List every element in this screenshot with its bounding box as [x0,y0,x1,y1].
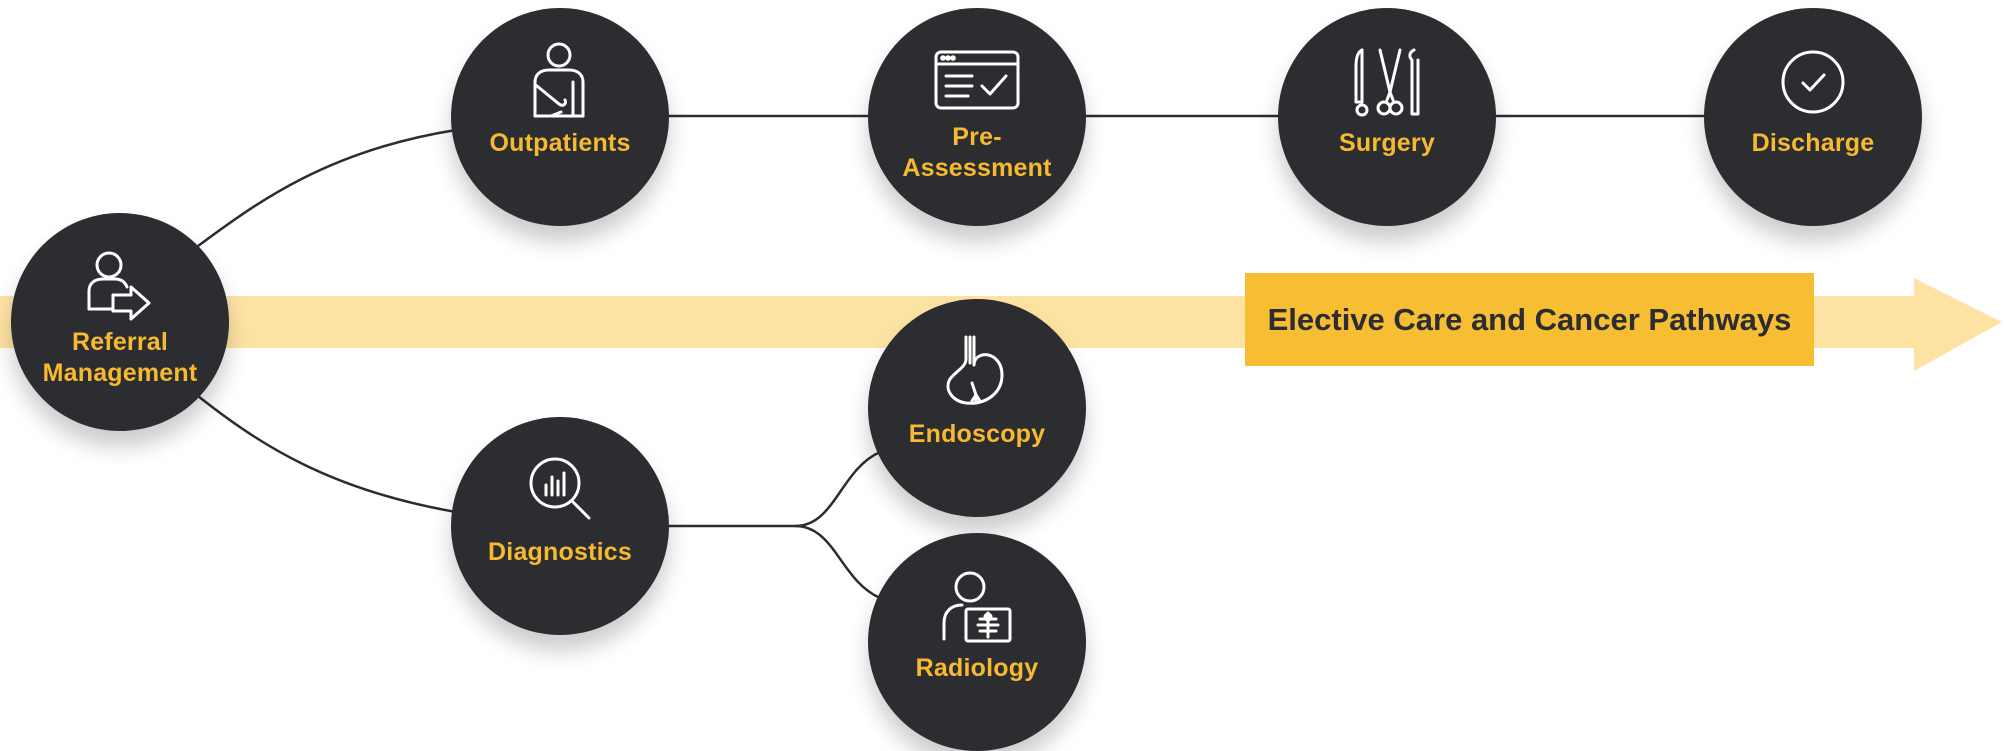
pathway-title-box: Elective Care and Cancer Pathways [1245,273,1814,366]
node-radiology[interactable]: Radiology [868,533,1086,751]
surgery-label: Surgery [1339,129,1435,157]
node-discharge[interactable]: Discharge [1704,8,1922,226]
endoscopy-label: Endoscopy [908,420,1046,448]
radiology-label: Radiology [915,654,1039,682]
referral-label-line1: Referral [71,328,169,356]
referral-diagnostics-connector [197,395,457,514]
referral-label-line2: Management [42,359,198,387]
referral-outpatients-connector [197,128,457,248]
diagnostics-endoscopy-connector [794,450,881,528]
magnifier-chart-icon [515,451,605,531]
stomach-icon [932,333,1022,413]
pre-assessment-label-line2: Assessment [902,154,1052,182]
node-pre-assessment[interactable]: Pre- Assessment [868,8,1086,226]
node-endoscopy[interactable]: Endoscopy [868,299,1086,517]
node-diagnostics[interactable]: Diagnostics [451,417,669,635]
outpatients-label: Outpatients [489,129,631,157]
discharge-label: Discharge [1751,129,1875,157]
node-surgery[interactable]: Surgery [1278,8,1496,226]
patient-arm-sling-icon [515,42,605,122]
node-referral-management[interactable]: Referral Management [11,213,229,431]
xray-person-icon [932,567,1022,647]
person-referral-icon [75,247,165,327]
diagnostics-label: Diagnostics [488,538,632,566]
surgical-instruments-icon [1342,42,1432,122]
diagnostics-radiology-connector [794,524,881,600]
node-outpatients[interactable]: Outpatients [451,8,669,226]
checklist-window-icon [932,42,1022,122]
check-circle-icon [1768,42,1858,122]
pre-assessment-label-line1: Pre- [952,123,1002,151]
